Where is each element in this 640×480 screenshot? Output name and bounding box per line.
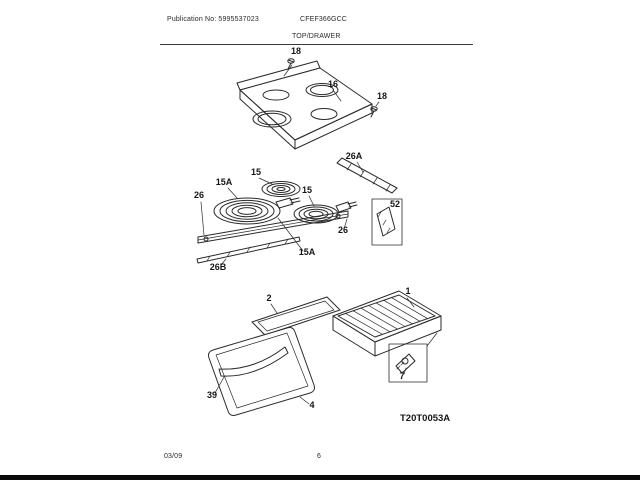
surface-element-small-back [261,181,301,197]
callout-inner-panel-2: 2 [266,293,271,303]
burner-outline-front-left [252,110,292,128]
bracket-52 [371,198,403,246]
callout-bracket-52: 52 [390,199,400,209]
header-rule [160,44,473,45]
callout-front-panel-4: 4 [309,400,314,410]
model-number: CFEF366GCC [300,16,348,23]
callout-glide-7: 7 [399,371,404,381]
footer-date: 03/09 [164,453,183,460]
burner-outline-back-right [305,83,339,97]
publication-number: Publication No: 5995537023 [167,16,259,23]
page-bottom-edge [0,475,640,480]
leader-lines [200,64,415,405]
element-support-rail [197,210,349,244]
callout-bracket-26a: 26A [346,151,363,161]
drawer-glide-detail [388,332,438,383]
callout-drawer-pan-1: 1 [405,286,410,296]
callout-support-26-right: 26 [338,225,348,235]
cooktop-surface [239,67,373,141]
surface-element-large-left [213,197,301,225]
burner-outline-front-right [310,108,338,120]
callout-screw-top: 18 [291,46,301,56]
drawer-inner-panel [251,296,341,336]
trim-strip-26b [196,236,301,264]
drawer-pan [332,290,442,357]
callout-strip-26b: 26B [210,262,227,272]
callout-screw-right: 18 [377,91,387,101]
callout-element-15a-left: 15A [216,177,233,187]
drawer-front-panel [208,327,315,416]
callout-element-15a-bottom: 15A [299,247,316,257]
screw-top [287,58,295,70]
callout-labels: 18 16 18 26A 15A 15 15 26 26 15A 26B 52 … [194,46,411,410]
drawer-pan-ribs [345,297,428,335]
bracket-26a [336,157,398,194]
callout-support-26-left: 26 [194,190,204,200]
burner-outline-back-left [262,89,290,101]
screw-right [370,106,378,118]
callout-element-15-back: 15 [251,167,261,177]
section-title: TOP/DRAWER [292,33,341,40]
callout-element-15-right: 15 [302,185,312,195]
callout-handle-39: 39 [207,390,217,400]
element-terminal [275,197,301,209]
footer-page-number: 6 [317,453,322,460]
drawing-number: T20T0053A [400,413,450,424]
callout-maintop: 16 [328,79,338,89]
glide-leader [426,332,438,347]
cooktop-front-edge [294,103,373,150]
element-terminal [335,201,358,213]
cooktop-maintop [236,60,373,150]
drawer-handle [218,346,289,377]
